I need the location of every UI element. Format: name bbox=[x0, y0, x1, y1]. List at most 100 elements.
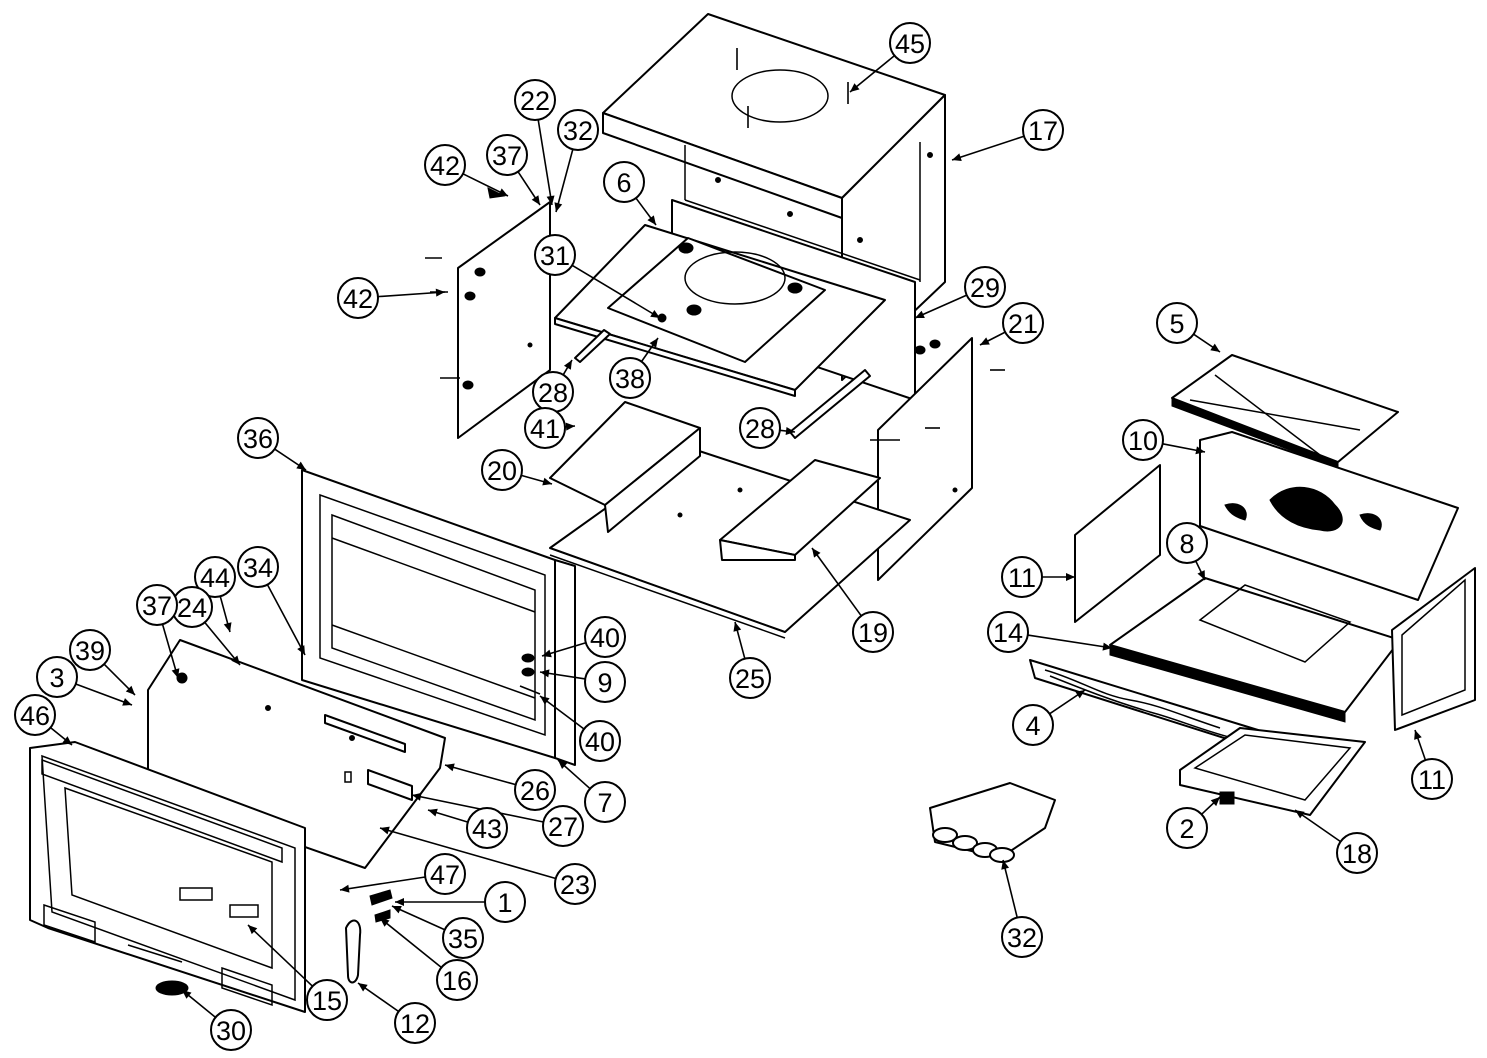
leader-arrow-38 bbox=[649, 338, 658, 348]
part-ash-pan bbox=[1179, 727, 1366, 816]
callout-circle bbox=[14, 694, 56, 736]
leader-line-34 bbox=[266, 584, 306, 656]
callout-number: 22 bbox=[520, 86, 550, 116]
part-side-brick-left bbox=[1074, 464, 1161, 623]
leader-arrow-37 bbox=[171, 668, 180, 678]
callout-number: 40 bbox=[590, 623, 620, 653]
callout-number: 4 bbox=[1025, 711, 1040, 741]
callout-circle bbox=[514, 769, 556, 811]
callout-circle bbox=[1166, 807, 1208, 849]
callout-number: 36 bbox=[243, 424, 273, 454]
callout-bubble-24: 24 bbox=[171, 586, 213, 628]
callout-circle bbox=[609, 357, 651, 399]
leader-line-14 bbox=[1027, 634, 1113, 649]
part-firebox-baffle bbox=[1171, 354, 1399, 469]
callout-circle bbox=[889, 22, 931, 64]
leader-arrow-16 bbox=[380, 918, 390, 927]
leader-arrow-15 bbox=[248, 925, 258, 935]
leader-arrow-11 bbox=[1066, 573, 1075, 581]
leader-arrow-47 bbox=[340, 884, 350, 893]
leader-arrow-20 bbox=[542, 477, 552, 486]
callout-bubble-39: 39 bbox=[69, 629, 111, 671]
callout-number: 20 bbox=[487, 456, 517, 486]
part-handle bbox=[345, 889, 393, 984]
leader-line-45 bbox=[849, 55, 896, 93]
callout-circle bbox=[1166, 522, 1208, 564]
callout-bubble-42: 42 bbox=[337, 277, 379, 319]
part-firebox-back bbox=[1199, 431, 1459, 601]
callout-circle bbox=[442, 917, 484, 959]
callout-circle bbox=[337, 277, 379, 319]
callout-number: 47 bbox=[430, 860, 460, 890]
callout-bubble-43: 43 bbox=[466, 807, 508, 849]
part-front-frame bbox=[301, 469, 576, 766]
callout-number: 23 bbox=[560, 870, 590, 900]
callout-number: 21 bbox=[1008, 309, 1038, 339]
callout-bubble-5: 5 bbox=[1156, 302, 1198, 344]
callout-number: 11 bbox=[1008, 563, 1036, 593]
callout-bubble-18: 18 bbox=[1336, 832, 1378, 874]
callout-bubble-30: 30 bbox=[210, 1009, 252, 1051]
callout-circle bbox=[1012, 704, 1054, 746]
callout-bubble-8: 8 bbox=[1166, 522, 1208, 564]
callout-circle bbox=[306, 979, 348, 1021]
leader-line-42 bbox=[377, 291, 446, 298]
callout-circle bbox=[237, 546, 279, 588]
callout-bubble-28: 28 bbox=[532, 371, 574, 413]
leader-arrow-40 bbox=[542, 649, 552, 658]
leader-arrow-35 bbox=[392, 906, 402, 914]
callout-number: 1 bbox=[497, 888, 512, 918]
leader-arrow-45 bbox=[850, 83, 860, 92]
callout-circle bbox=[603, 161, 645, 203]
callout-bubble-26: 26 bbox=[514, 769, 556, 811]
leader-line-17 bbox=[951, 135, 1025, 161]
leader-arrow-22 bbox=[546, 195, 555, 205]
callout-bubble-9: 9 bbox=[584, 661, 626, 703]
leader-arrow-17 bbox=[952, 153, 962, 161]
callout-number: 15 bbox=[312, 986, 342, 1016]
callout-circle bbox=[1002, 302, 1044, 344]
callout-number: 37 bbox=[142, 591, 172, 621]
part-shield-20 bbox=[549, 401, 701, 533]
callout-number: 39 bbox=[75, 636, 105, 666]
callout-bubble-22: 22 bbox=[514, 79, 556, 121]
leader-line-40 bbox=[539, 695, 585, 730]
leader-arrow-24 bbox=[231, 655, 240, 665]
callout-circle bbox=[534, 234, 576, 276]
callout-circle bbox=[436, 959, 478, 1001]
callout-bubble-31: 31 bbox=[534, 234, 576, 276]
leader-line-32 bbox=[555, 149, 574, 213]
part-top-plate bbox=[554, 224, 886, 397]
leader-line-24 bbox=[204, 621, 241, 666]
callout-number: 32 bbox=[1007, 923, 1037, 953]
callout-number: 12 bbox=[400, 1009, 430, 1039]
leader-arrow-14 bbox=[1102, 642, 1112, 651]
callout-number: 27 bbox=[548, 812, 578, 842]
callout-number: 2 bbox=[1179, 814, 1194, 844]
callout-number: 42 bbox=[430, 151, 460, 181]
callout-bubble-34: 34 bbox=[237, 546, 279, 588]
callout-circle bbox=[1022, 109, 1064, 151]
callout-bubble-23: 23 bbox=[554, 863, 596, 905]
callout-circle bbox=[194, 556, 236, 598]
leader-line-23 bbox=[379, 827, 556, 880]
leader-arrow-19 bbox=[812, 548, 821, 558]
callout-circle bbox=[542, 805, 584, 847]
callout-circle bbox=[136, 584, 178, 626]
callout-number: 38 bbox=[615, 364, 645, 394]
callout-number: 41 bbox=[530, 414, 560, 444]
callout-number: 26 bbox=[520, 776, 550, 806]
leader-arrow-18 bbox=[1295, 810, 1305, 819]
callout-circle bbox=[852, 611, 894, 653]
callout-number: 6 bbox=[616, 168, 631, 198]
leader-arrow-43 bbox=[428, 808, 438, 817]
callout-number: 40 bbox=[585, 727, 615, 757]
leader-line-31 bbox=[571, 264, 661, 319]
leader-arrow-29 bbox=[915, 310, 925, 319]
callout-bubble-7: 7 bbox=[584, 781, 626, 823]
leader-arrow-42 bbox=[498, 188, 508, 196]
part-front-door bbox=[29, 741, 306, 1013]
callout-circle bbox=[1001, 916, 1043, 958]
callout-bubble-37: 37 bbox=[136, 584, 178, 626]
